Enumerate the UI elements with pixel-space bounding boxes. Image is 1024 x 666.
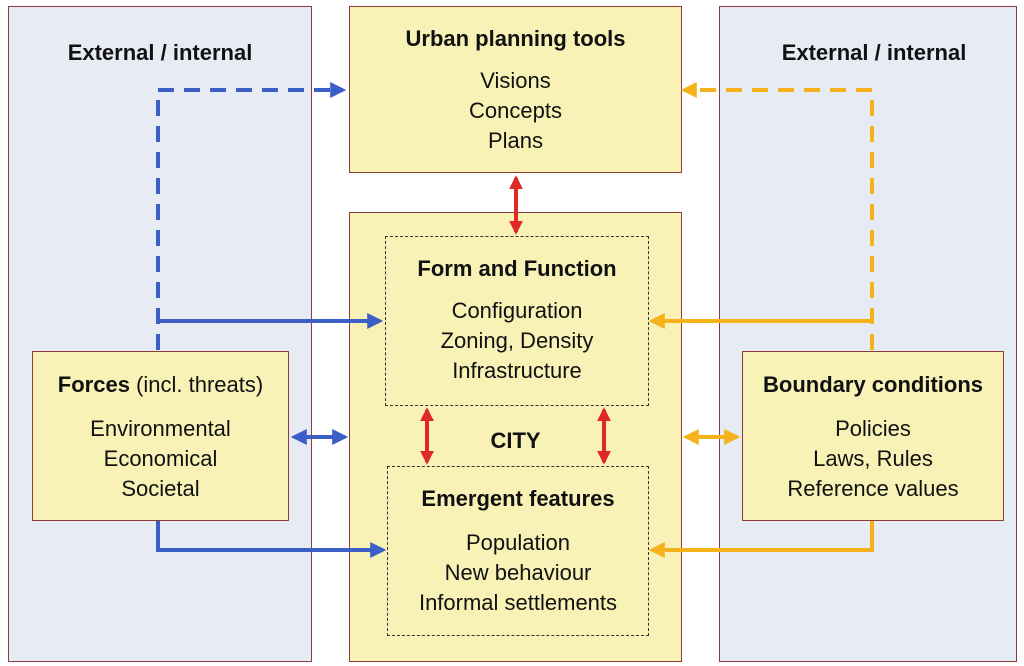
forces-title-rest: (incl. threats) [129,372,264,397]
emergent-features-list: Population New behaviour Informal settle… [387,528,649,618]
urban-planning-tools-box [349,6,682,173]
form-and-function-box [385,236,649,406]
forces-title-bold: Forces [57,372,130,397]
emergent-item-informal-settlements: Informal settlements [418,590,618,615]
forces-list: Environmental Economical Societal [32,414,289,504]
boundary-conditions-title: Boundary conditions [763,372,983,397]
right-panel-header: External / internal [781,40,967,65]
emergent-item-new-behaviour: New behaviour [444,560,592,585]
tools-item-concepts: Concepts [469,98,562,123]
boundary-item-policies: Policies [835,416,911,441]
right-panel [719,6,1017,662]
form-item-configuration: Configuration [451,298,583,323]
boundary-conditions-box [742,351,1004,521]
boundary-item-laws-rules: Laws, Rules [813,446,933,471]
form-and-function-title: Form and Function [417,256,617,281]
left-panel-header: External / internal [67,40,253,65]
boundary-item-reference-values: Reference values [787,476,959,501]
urban-planning-tools-title: Urban planning tools [405,26,626,51]
tools-item-visions: Visions [480,68,551,93]
boundary-conditions-list: Policies Laws, Rules Reference values [742,414,1004,504]
emergent-features-box [387,466,649,636]
forces-box [32,351,289,521]
city-label: CITY [490,428,541,453]
forces-title: Forces (incl. threats) [32,372,289,398]
left-panel [8,6,312,662]
forces-item-societal: Societal [121,476,200,501]
forces-item-economical: Economical [103,446,218,471]
emergent-item-population: Population [466,530,570,555]
form-and-function-list: Configuration Zoning, Density Infrastruc… [385,296,649,386]
emergent-features-title: Emergent features [421,486,615,511]
urban-planning-tools-list: Visions Concepts Plans [349,66,682,156]
tools-item-plans: Plans [487,128,544,153]
forces-item-environmental: Environmental [90,416,231,441]
form-item-zoning: Zoning, Density [440,328,594,353]
form-item-infrastructure: Infrastructure [452,358,582,383]
